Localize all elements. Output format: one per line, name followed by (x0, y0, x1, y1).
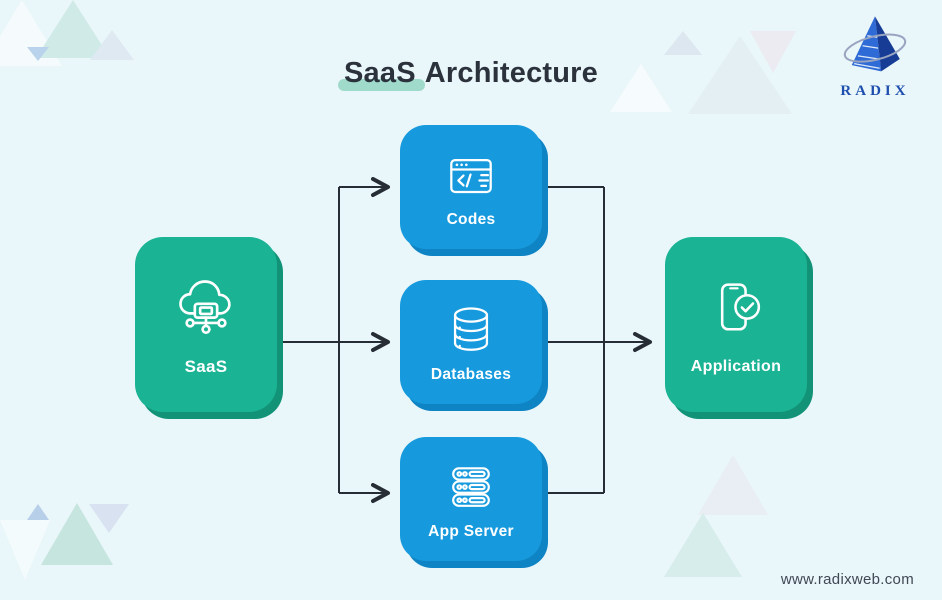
decor-triangle (89, 504, 129, 533)
radix-pyramid-icon (843, 16, 907, 72)
node-codes: Codes (400, 125, 542, 249)
node-saas: SaaS (135, 237, 277, 412)
logo-brand-text: RADIX (840, 83, 910, 99)
node-label: Databases (430, 365, 512, 383)
title-highlighted-word: SaaS (338, 57, 425, 91)
node-application: Application (665, 237, 807, 412)
node-label: App Server (428, 522, 514, 540)
decor-triangle (664, 31, 702, 55)
node-appserver: App Server (400, 437, 542, 561)
mobile-check-icon (720, 282, 761, 331)
server-rack-icon (452, 466, 490, 507)
code-window-icon (450, 158, 492, 193)
radix-logo: RADIX (824, 14, 926, 100)
website-url: www.radixweb.com (780, 571, 914, 588)
database-icon (453, 306, 489, 351)
decor-triangle (698, 455, 768, 515)
node-label: Codes (446, 210, 496, 228)
node-label: Application (690, 357, 782, 375)
decor-triangle (27, 504, 49, 520)
node-databases: Databases (400, 280, 542, 404)
cloud-network-icon (179, 279, 231, 334)
decor-triangle (0, 520, 50, 580)
node-label: SaaS (184, 356, 228, 376)
title-rest: Architecture (424, 57, 598, 89)
decor-triangle (664, 513, 742, 577)
